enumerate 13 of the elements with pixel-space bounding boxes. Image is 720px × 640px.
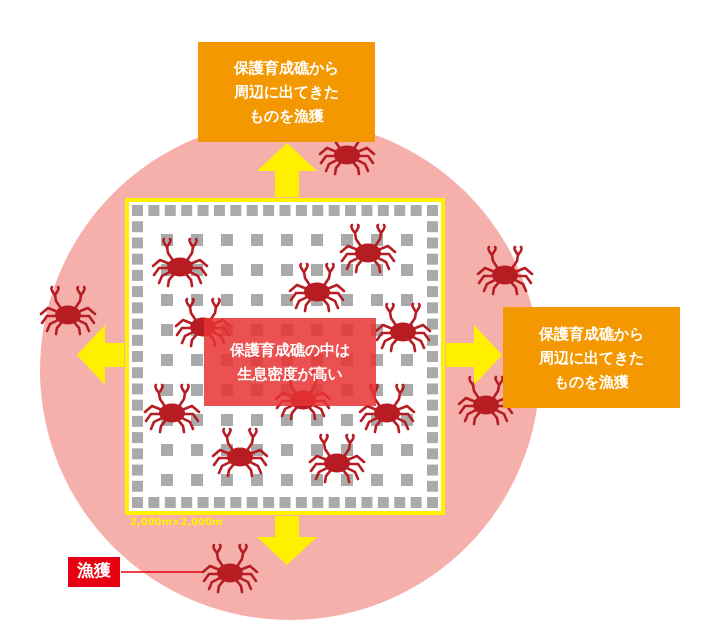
box-text: 保護育成礁から周辺に出てきたものを漁獲 — [233, 58, 340, 127]
catch-box — [503, 307, 680, 408]
arrow — [257, 516, 317, 565]
catch-label: 漁獲 — [77, 560, 111, 584]
arrow — [446, 325, 502, 385]
box-text: 保護育成礁から周辺に出てきたものを漁獲 — [538, 324, 645, 392]
dimension-label: 2,000m×2,000m — [130, 517, 222, 528]
arrow — [257, 143, 317, 197]
box-text: 保護育成礁の中は生息密度が高い — [229, 340, 351, 385]
arrow — [77, 325, 124, 385]
catch-box — [198, 42, 375, 142]
density-box — [204, 318, 376, 406]
leader-line — [120, 571, 202, 573]
